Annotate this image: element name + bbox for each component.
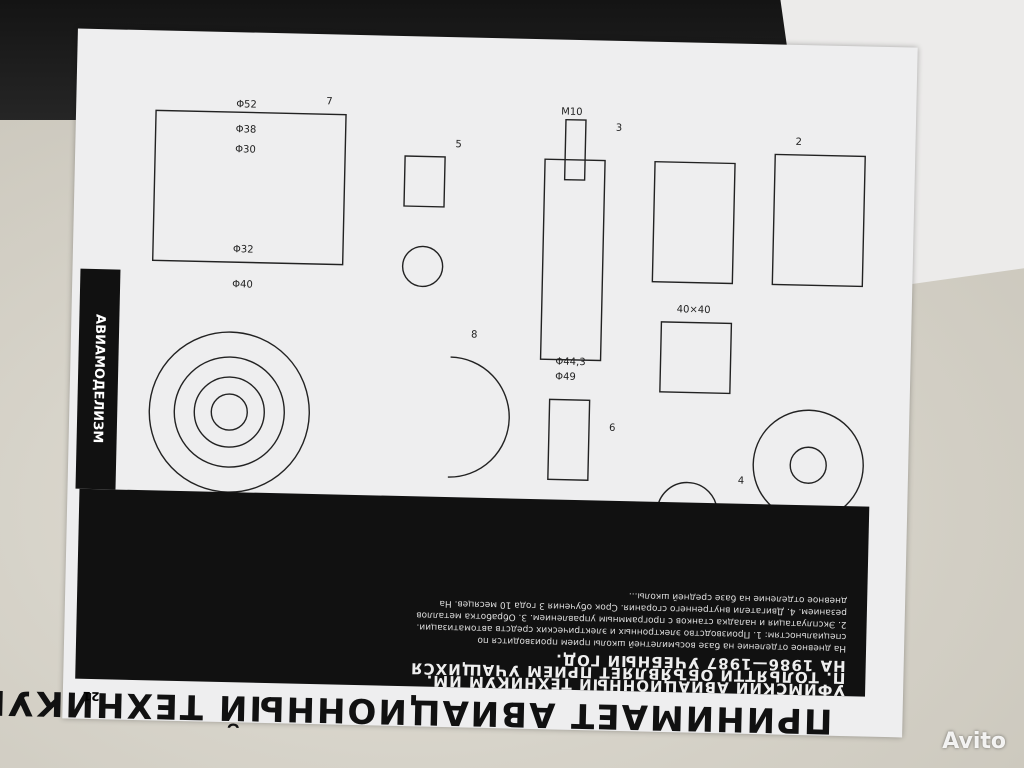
announcement-title: УФИМСКИЙ АВИАЦИОННЫЙ ТЕХНИКУМ ИМ. П. ТОЛ… [409, 650, 846, 700]
label: 2 [795, 137, 802, 148]
part-7-flange [148, 331, 310, 493]
label: 8 [471, 330, 478, 341]
label: Φ52 [236, 99, 257, 110]
part-5-drawing [403, 155, 446, 208]
announcement-text: На дневное отделение на базе восьмилетне… [416, 590, 848, 654]
label: 40×40 [677, 304, 711, 316]
label: 6 [609, 423, 616, 434]
part-6-drawing [547, 398, 591, 481]
magazine-page: АВИАМОДЕЛИЗМ 7 5 3 2 8 6 4 Φ5 [0, 28, 918, 741]
part-2-drawing [651, 160, 736, 285]
announcement-band: УФИМСКИЙ АВИАЦИОННЫЙ ТЕХНИКУМ ИМ. П. ТОЛ… [75, 488, 870, 700]
label: Φ32 [233, 244, 254, 255]
part-7-drawing [151, 109, 347, 266]
label: 7 [326, 96, 333, 107]
label: 4 [738, 476, 745, 487]
label: Φ40 [232, 279, 253, 290]
page-number: 21 [82, 688, 100, 704]
part-3-drawing [539, 158, 606, 362]
label: 3 [616, 123, 623, 134]
label: Φ49 [555, 371, 576, 382]
label: Φ38 [236, 124, 257, 135]
label: Φ44,3 [555, 356, 585, 368]
label: Φ30 [235, 144, 256, 155]
label: 5 [455, 139, 462, 150]
label: M10 [561, 107, 583, 118]
avito-watermark: Avito [942, 729, 1006, 754]
part-8-drawing [447, 356, 510, 478]
technical-drawings: 7 5 3 2 8 6 4 Φ52 Φ38 Φ30 Φ40 Φ32 Φ49 Φ4… [148, 96, 866, 528]
